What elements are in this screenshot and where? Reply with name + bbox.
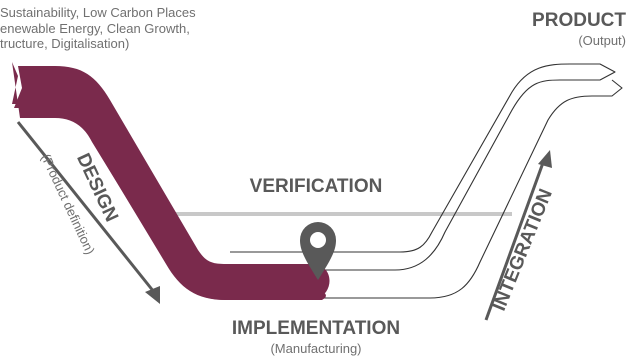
intro-line-3: tructure, Digitalisation) xyxy=(0,36,129,51)
product-subtitle: (Output) xyxy=(578,33,626,48)
design-arrow-head xyxy=(145,286,160,304)
v-outline-ribbon xyxy=(210,63,616,271)
integration-label: INTEGRATION xyxy=(489,186,557,314)
design-path-main xyxy=(14,66,330,300)
integration-arrow-line xyxy=(484,159,546,321)
implementation-subtitle: (Manufacturing) xyxy=(270,341,361,356)
integration-arrow-head xyxy=(538,150,552,168)
intro-line-2: enewable Energy, Clean Growth, xyxy=(0,21,190,36)
design-arrow-line xyxy=(16,121,156,293)
v-outline-lower-edge xyxy=(320,79,623,299)
location-pin-icon xyxy=(300,222,336,280)
implementation-label: IMPLEMENTATION xyxy=(232,318,400,339)
intro-line-1: Sustainability, Low Carbon Places xyxy=(0,5,196,20)
product-label: PRODUCT xyxy=(532,10,626,31)
verification-label: VERIFICATION xyxy=(250,176,383,197)
